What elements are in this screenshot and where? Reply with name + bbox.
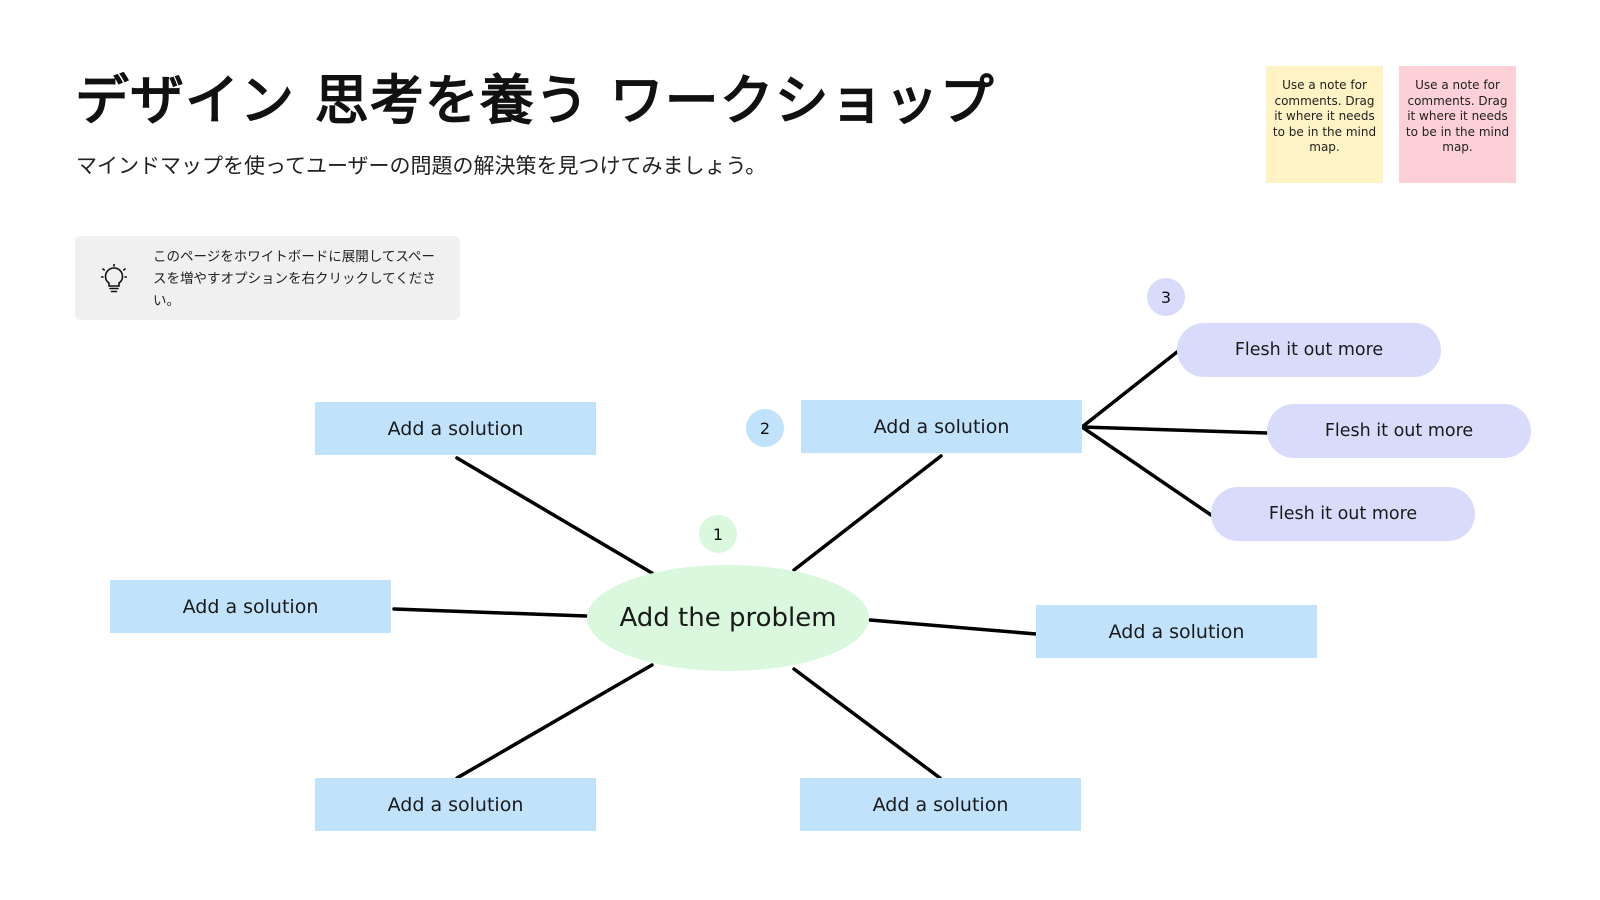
solution-node-top-right[interactable]: Add a solution bbox=[801, 400, 1082, 453]
connector-top-right bbox=[792, 454, 943, 572]
solution-node-bottom-right[interactable]: Add a solution bbox=[800, 778, 1081, 831]
page-title: デザイン 思考を養う ワークショップ bbox=[75, 69, 995, 132]
tip-callout: このページをホワイトボードに展開してスペースを増やすオプションを右クリックしてく… bbox=[75, 236, 460, 320]
solution-node-bottom-left[interactable]: Add a solution bbox=[315, 778, 596, 831]
solution-node-left[interactable]: Add a solution bbox=[110, 580, 391, 633]
step-badge-1: 1 bbox=[699, 515, 737, 553]
connector-left bbox=[392, 607, 588, 618]
sticky-note-pink[interactable]: Use a note for comments. Drag it where i… bbox=[1399, 66, 1516, 183]
connector-detail-3 bbox=[1080, 425, 1213, 517]
lightbulb-icon bbox=[101, 264, 127, 293]
connector-top-left bbox=[455, 456, 654, 575]
step-badge-3: 3 bbox=[1147, 278, 1185, 316]
connector-detail-2 bbox=[1080, 425, 1269, 435]
detail-node-2[interactable]: Flesh it out more bbox=[1267, 404, 1531, 458]
detail-node-3[interactable]: Flesh it out more bbox=[1211, 487, 1475, 541]
step-badge-2: 2 bbox=[746, 409, 784, 447]
connector-right bbox=[868, 618, 1038, 636]
tip-text: このページをホワイトボードに展開してスペースを増やすオプションを右クリックしてく… bbox=[153, 249, 436, 309]
connector-bottom-right bbox=[792, 667, 942, 780]
problem-node[interactable]: Add the problem bbox=[587, 565, 869, 671]
connector-bottom-left bbox=[455, 663, 654, 780]
solution-node-top-left[interactable]: Add a solution bbox=[315, 402, 596, 455]
page-subtitle: マインドマップを使ってユーザーの問題の解決策を見つけてみましょう。 bbox=[76, 154, 767, 178]
sticky-note-yellow[interactable]: Use a note for comments. Drag it where i… bbox=[1266, 66, 1383, 183]
solution-node-right[interactable]: Add a solution bbox=[1036, 605, 1317, 658]
connector-detail-1 bbox=[1080, 350, 1179, 429]
detail-node-1[interactable]: Flesh it out more bbox=[1177, 323, 1441, 377]
